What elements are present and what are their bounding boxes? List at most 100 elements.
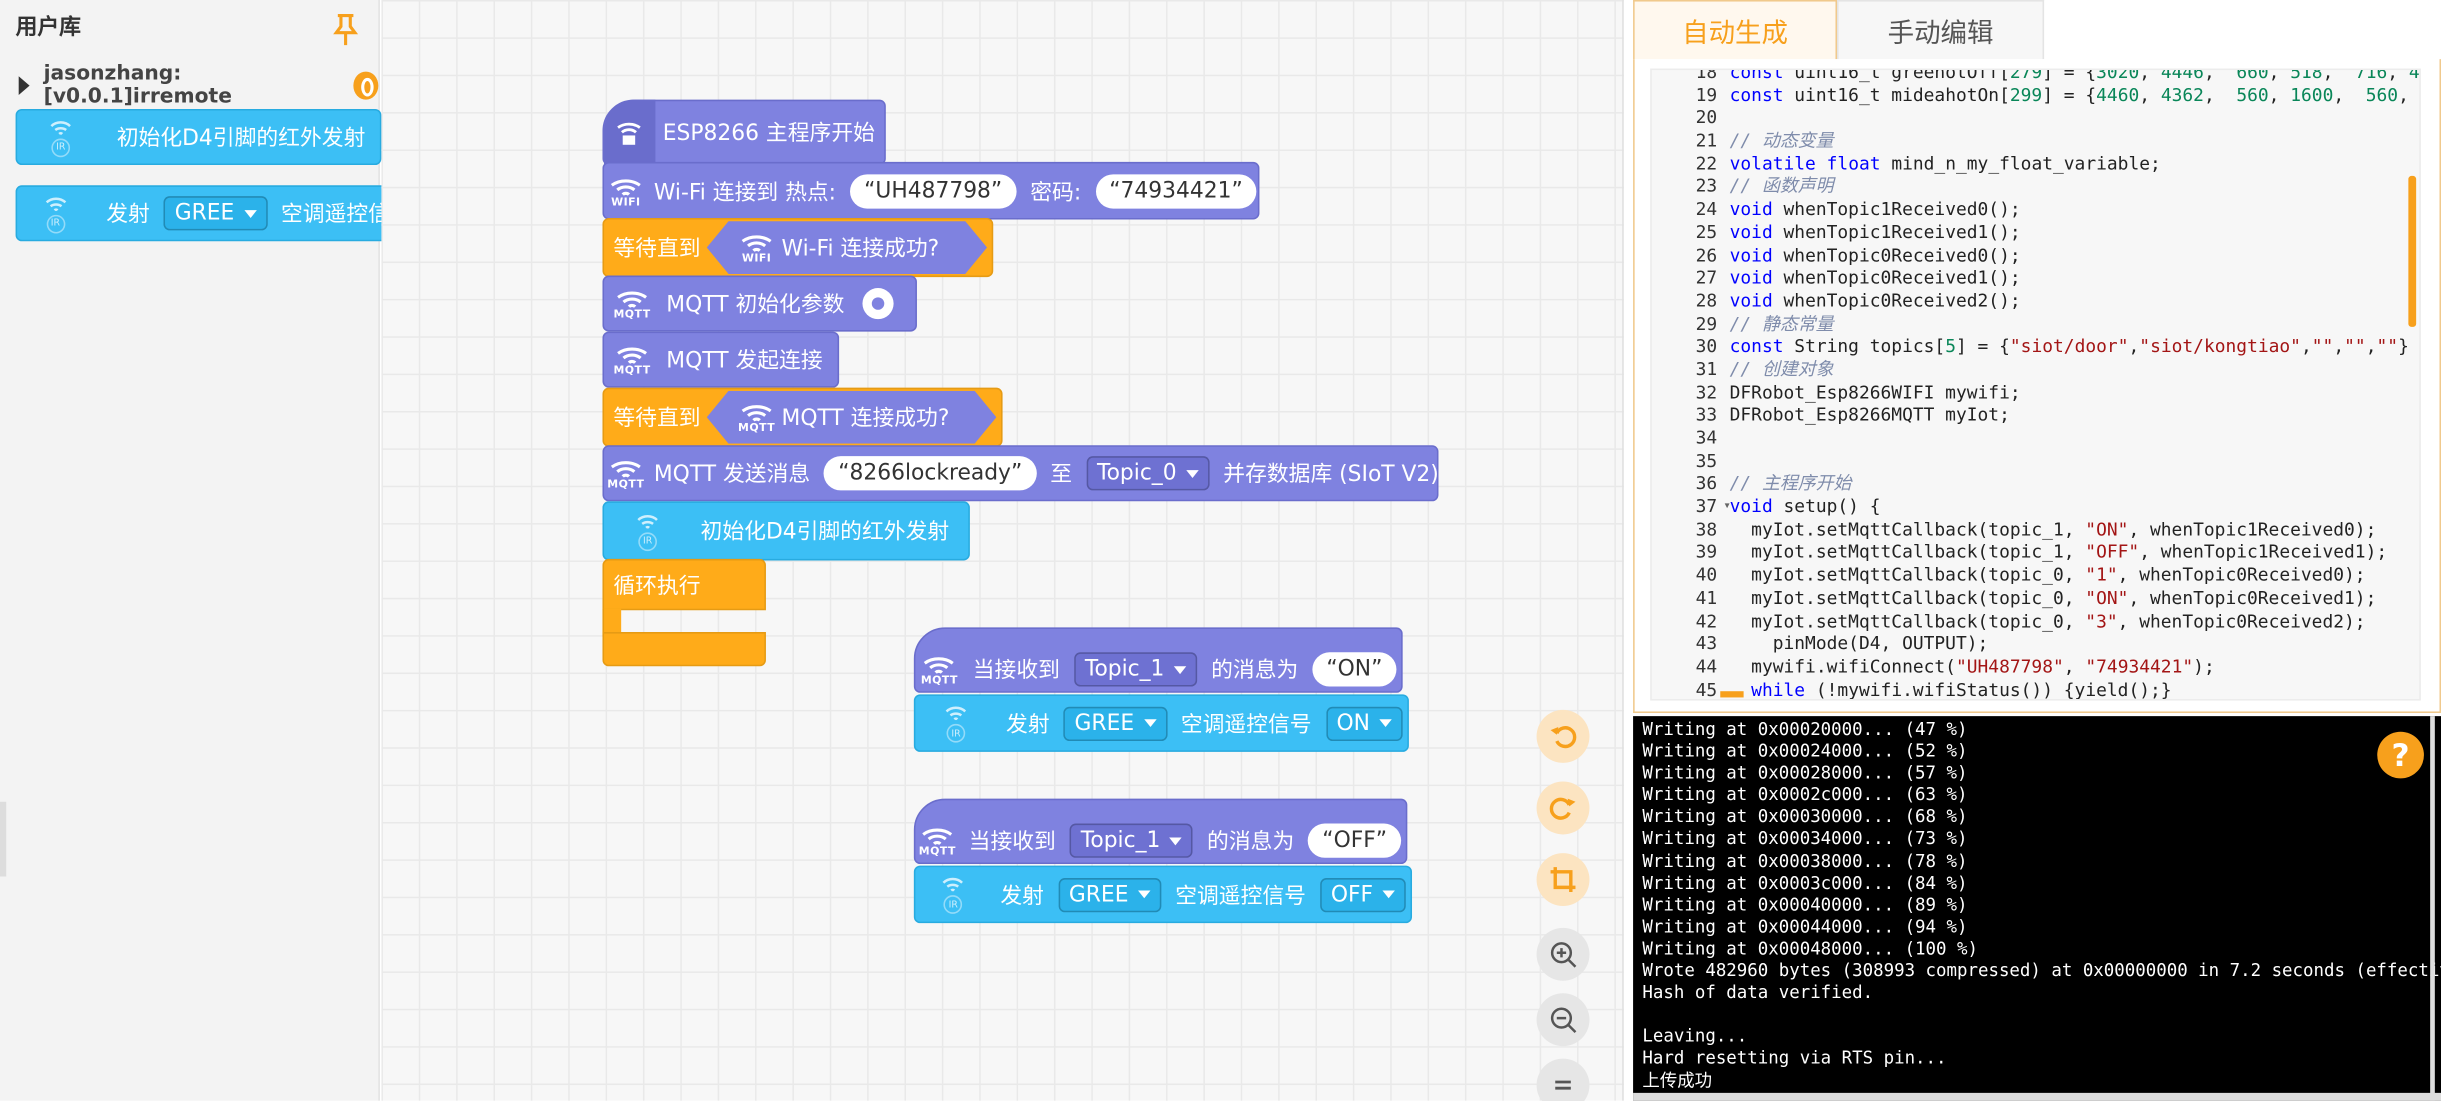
code-scrollbar[interactable] [2408, 175, 2417, 327]
reset-zoom-button[interactable] [1536, 1058, 1590, 1101]
topic-dropdown[interactable]: Topic_0 [1086, 456, 1210, 491]
redo-button[interactable] [1536, 781, 1590, 835]
code-line[interactable]: 23// 函数声明 [1652, 175, 2420, 198]
dropdown-value: GREE [1068, 881, 1129, 907]
extension-row[interactable]: jasonzhang:[v0.0.1]irremote [18, 62, 379, 109]
library-block-ir-init[interactable]: IR 初始化D4引脚的红外发射 [15, 108, 382, 166]
line-number: 28 [1695, 289, 1718, 312]
boolean-mqtt-connected[interactable]: MQTT MQTT 连接成功? [707, 391, 997, 444]
fold-icon[interactable] [1723, 449, 1729, 472]
block-label: MQTT 初始化参数 [666, 292, 845, 318]
expand-triangle-icon[interactable] [18, 76, 30, 95]
block-mqtt-connect[interactable]: MQTT MQTT 发起连接 [602, 331, 840, 388]
tab-manual-edit[interactable]: 手动编辑 [1837, 0, 2045, 60]
message-value: ON [1337, 656, 1372, 682]
block-label: 的消息为 [1207, 829, 1295, 855]
crop-button[interactable] [1536, 853, 1590, 907]
console-scrollbar[interactable] [2430, 716, 2435, 1101]
message-input[interactable]: “ON” [1312, 652, 1397, 687]
tab-auto-generate[interactable]: 自动生成 [1633, 0, 1838, 60]
ssid-input[interactable]: “UH487798” [850, 173, 1017, 208]
block-mqtt-send[interactable]: MQTT MQTT 发送消息 “8266lockready” 至 Topic_0… [602, 445, 1439, 502]
block-ir-send-off[interactable]: IR 发射 GREE 空调遥控信号 OFF [913, 865, 1413, 924]
code-line[interactable]: 44 mywifi.wifiConnect("UH487798", "74934… [1652, 655, 2420, 678]
line-number: 39 [1695, 540, 1718, 563]
code-line[interactable]: 28 void whenTopic0Received2(); [1652, 289, 2420, 312]
fold-icon[interactable]: ▾ [1723, 498, 1731, 513]
block-loop[interactable]: 循环执行 [602, 558, 766, 611]
block-mqtt-init[interactable]: MQTT MQTT 初始化参数 [602, 275, 917, 332]
block-on-receive-on[interactable]: MQTT 当接收到 Topic_1 的消息为 “ON” [913, 627, 1403, 693]
code-line[interactable]: 38 myIot.setMqttCallback(topic_1, "ON", … [1652, 518, 2420, 541]
pin-icon[interactable] [330, 12, 361, 46]
state-dropdown[interactable]: OFF [1319, 877, 1406, 912]
topic-dropdown[interactable]: Topic_1 [1069, 823, 1194, 858]
wifi-icon: MQTT [607, 448, 644, 498]
code-tabs: 自动生成 手动编辑 [1633, 0, 2441, 60]
brand-dropdown[interactable]: GREE [163, 196, 267, 231]
gear-icon[interactable] [863, 288, 895, 320]
block-on-receive-off[interactable]: MQTT 当接收到 Topic_1 的消息为 “OFF” [913, 798, 1408, 865]
help-button[interactable]: ? [2377, 731, 2424, 779]
user-library-panel: 用户库 jasonzhang:[v0.0.1]irremote IR 初始化D4… [0, 0, 510, 1101]
code-line[interactable]: 45 while (!mywifi.wifiStatus()) {yield()… [1652, 678, 2420, 699]
block-wifi-connect[interactable]: WIFI Wi-Fi 连接到 热点: “UH487798” 密码: “74934… [602, 161, 1260, 220]
password-input[interactable]: “74934421” [1095, 173, 1257, 208]
boolean-wifi-connected[interactable]: WIFI Wi-Fi 连接成功? [707, 221, 987, 274]
reset-zoom-icon [1555, 1080, 1571, 1090]
code-line[interactable]: 36// 主程序开始 [1652, 472, 2420, 495]
dropdown-value: Topic_0 [1096, 460, 1177, 486]
code-line[interactable]: 41 myIot.setMqttCallback(topic_0, "ON", … [1652, 587, 2420, 610]
help-icon: ? [2391, 736, 2410, 774]
code-text: const String topics[5] = {"siot/door","s… [1729, 335, 2409, 357]
code-line[interactable]: 29// 静态常量 [1652, 312, 2420, 335]
code-hscrollbar[interactable] [1720, 691, 1744, 698]
code-line[interactable]: 43 pinMode(D4, OUTPUT); [1652, 632, 2420, 655]
message-input[interactable]: “8266lockready” [824, 456, 1037, 491]
state-dropdown[interactable]: ON [1325, 706, 1403, 741]
update-icon[interactable] [352, 71, 379, 100]
zoom-in-button[interactable] [1536, 927, 1590, 981]
message-input[interactable]: “OFF” [1308, 823, 1402, 858]
code-text: void whenTopic1Received1(); [1729, 220, 2021, 243]
block-ir-send-on[interactable]: IR 发射 GREE 空调遥控信号 ON [913, 694, 1409, 752]
fold-icon[interactable] [1723, 106, 1729, 129]
code-line[interactable]: 21// 动态变量 [1652, 129, 2420, 152]
tab-label: 手动编辑 [1887, 18, 1994, 50]
code-line[interactable]: 40 myIot.setMqttCallback(topic_0, "1", w… [1652, 564, 2420, 587]
code-line[interactable]: 34 [1652, 427, 2420, 450]
code-line[interactable]: 39 myIot.setMqttCallback(topic_1, "OFF",… [1652, 541, 2420, 564]
block-esp8266-main-start[interactable]: ESP8266 主程序开始 [602, 99, 886, 166]
fold-icon[interactable] [1723, 427, 1729, 450]
upload-console[interactable]: Writing at 0x00020000... (47 %) Writing … [1633, 716, 2441, 1101]
code-line[interactable]: 37▾void setup() { [1652, 495, 2420, 518]
block-label: 密码: [1030, 179, 1082, 205]
code-text: void whenTopic0Received2(); [1729, 289, 2021, 312]
code-line[interactable]: 31// 创建对象 [1652, 358, 2420, 381]
brand-dropdown[interactable]: GREE [1063, 706, 1167, 741]
caret-down-icon [243, 209, 257, 218]
dropdown-value: OFF [1330, 881, 1374, 907]
code-line[interactable]: 42 myIot.setMqttCallback(topic_0, "3", w… [1652, 609, 2420, 632]
code-line[interactable]: 20 [1652, 106, 2420, 129]
undo-button[interactable] [1536, 709, 1590, 763]
panel-edge [0, 801, 7, 877]
brand-dropdown[interactable]: GREE [1057, 877, 1162, 912]
block-ir-init[interactable]: IR 初始化D4引脚的红外发射 [602, 501, 970, 561]
topic-dropdown[interactable]: Topic_1 [1073, 652, 1198, 687]
code-line[interactable]: 35 [1652, 449, 2420, 472]
code-line[interactable]: 30 const String topics[5] = {"siot/door",… [1652, 335, 2420, 358]
zoom-out-button[interactable] [1536, 993, 1590, 1047]
line-number: 30 [1695, 335, 1718, 357]
line-number: 34 [1695, 426, 1718, 449]
